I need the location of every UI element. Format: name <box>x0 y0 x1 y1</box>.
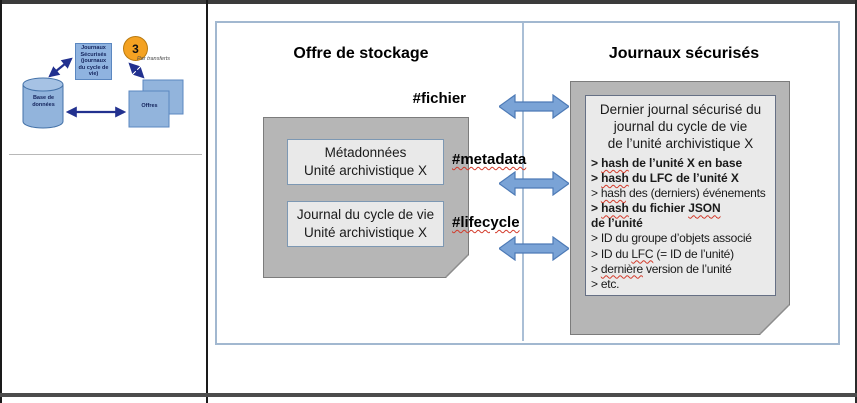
note-list-item: > hash du LFC de l’unité X <box>591 171 739 186</box>
journal-title-line1: Dernier journal sécurisé du <box>599 102 762 117</box>
left-panel-title: Offre de stockage <box>293 45 429 62</box>
journal-detail-box: Dernier journal sécurisé du journal du c… <box>585 95 776 296</box>
table-column-divider <box>206 0 208 403</box>
note-list-item: > etc. <box>591 276 620 291</box>
overview-shapes <box>22 57 184 129</box>
separator-line <box>9 154 202 155</box>
table-border-bottom <box>0 393 857 397</box>
double-arrow-lifecycle <box>499 236 569 261</box>
offers-front-square <box>128 90 170 128</box>
arrow-journals-offers <box>128 62 145 79</box>
double-arrow-metadata <box>499 171 569 196</box>
metadata-box-line2: Unité archivistique X <box>303 163 428 178</box>
tag-metadata: #metadata <box>452 151 527 168</box>
table-border-right <box>855 0 857 403</box>
journal-title: Dernier journal sécurisé du journal du c… <box>586 96 775 152</box>
journal-items: > hash de l’unité X en base> hash du LFC… <box>586 152 775 292</box>
note-list-item: > hash des (derniers) événements <box>591 186 766 201</box>
journal-title-line3: de l’unité archivistique X <box>607 136 754 151</box>
lifecycle-box-line1: Journal du cycle de vie <box>296 207 435 222</box>
lifecycle-box: Journal du cycle de vie Unité archivisti… <box>287 201 444 247</box>
double-arrow-fichier <box>499 94 569 119</box>
database-label: Base de données <box>32 95 55 108</box>
database-cylinder <box>22 84 64 129</box>
journal-title-line2: journal du cycle de vie <box>613 119 748 134</box>
tag-fichier: #fichier <box>412 90 466 107</box>
lifecycle-box-line2: Unité archivistique X <box>303 225 428 240</box>
right-panel-title: Journaux sécurisés <box>608 45 760 62</box>
journals-box: Journaux Sécurisés (journaux du cycle de… <box>75 43 112 80</box>
database-cylinder-top <box>22 77 64 92</box>
offers-label: Offres <box>141 103 158 109</box>
metadata-box-line1: Métadonnées <box>324 145 407 160</box>
note-list-item: > ID du LFC (= ID de l’unité) <box>591 246 734 261</box>
metadata-box: Métadonnées Unité archivistique X <box>287 139 444 185</box>
note-list-item: > hash de l’unité X en base <box>591 156 743 170</box>
step-badge: 3 <box>123 36 148 61</box>
note-list-item: > ID du groupe d’objets associé <box>591 231 752 246</box>
arrow-db-journals <box>48 57 73 78</box>
table-border-left <box>0 0 2 403</box>
note-list-item: > hash du fichier JSON <box>591 201 721 216</box>
badge-caption: Par transferts <box>137 56 171 62</box>
note-list-item: > dernière version de l’unité <box>591 261 732 276</box>
table-border-top <box>0 0 857 4</box>
note-list-item: de l’unité <box>591 216 643 231</box>
slide-frame <box>215 21 840 345</box>
tag-lifecycle: #lifecycle <box>452 214 520 231</box>
